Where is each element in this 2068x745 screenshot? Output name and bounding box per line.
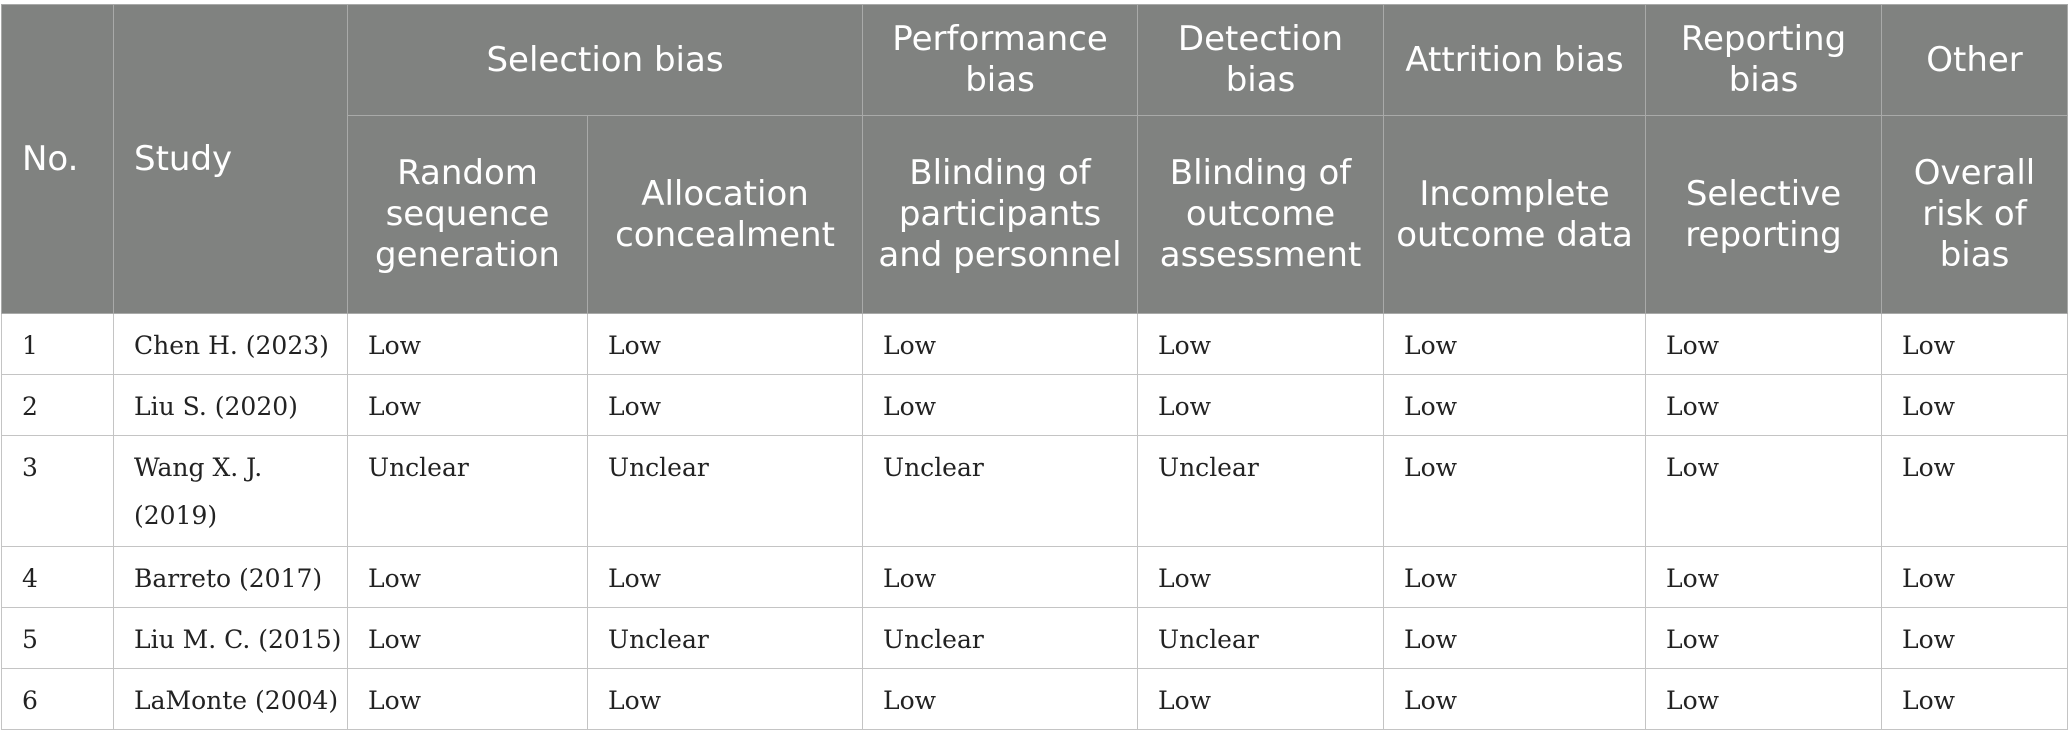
rating-cell: Low xyxy=(1645,313,1883,375)
rating-cell: Unclear xyxy=(862,435,1139,547)
header-group-other: Other xyxy=(1881,4,2068,116)
row-no: 6 xyxy=(1,668,114,730)
rating-cell: Low xyxy=(1137,546,1385,608)
rating-cell: Low xyxy=(1645,607,1883,669)
rating-cell: Low xyxy=(1645,668,1883,730)
rating-cell: Low xyxy=(1881,668,2068,730)
risk-of-bias-table-container: No. Study Selection bias Performance bia… xyxy=(1,4,2068,730)
header-group-selection-bias: Selection bias xyxy=(346,4,864,116)
row-no: 5 xyxy=(1,607,114,669)
rating-cell: Low xyxy=(1383,546,1647,608)
rating-cell: Low xyxy=(347,546,588,608)
risk-of-bias-table: No. Study Selection bias Performance bia… xyxy=(1,4,2068,730)
rating-cell: Low xyxy=(586,313,864,375)
row-no: 1 xyxy=(1,313,114,375)
header-study: Study xyxy=(113,4,348,314)
rating-cell: Unclear xyxy=(586,607,864,669)
header-group-detection-bias: Detection bias xyxy=(1137,4,1385,116)
rating-cell: Low xyxy=(862,546,1139,608)
rating-cell: Low xyxy=(347,313,588,375)
rating-cell: Low xyxy=(347,374,588,436)
rating-cell: Unclear xyxy=(1137,435,1385,547)
rating-cell: Low xyxy=(586,546,864,608)
rating-cell: Low xyxy=(347,668,588,730)
rating-cell: Low xyxy=(1645,374,1883,436)
rating-cell: Low xyxy=(586,374,864,436)
rating-cell: Low xyxy=(1383,374,1647,436)
rating-cell: Low xyxy=(862,313,1139,375)
rating-cell: Low xyxy=(1383,313,1647,375)
header-blinding-participants-personnel: Blinding of participants and personnel xyxy=(862,115,1139,314)
rating-cell: Low xyxy=(1881,313,2068,375)
rating-cell: Unclear xyxy=(347,435,588,547)
header-group-performance-bias: Performance bias xyxy=(862,4,1139,116)
rating-cell: Low xyxy=(1881,374,2068,436)
rating-cell: Low xyxy=(1137,668,1385,730)
row-study: Liu S. (2020) xyxy=(113,374,348,436)
rating-cell: Low xyxy=(1137,313,1385,375)
row-no: 2 xyxy=(1,374,114,436)
table-row: 4 Barreto (2017) Low Low Low Low Low Low… xyxy=(1,546,2068,608)
rating-cell: Low xyxy=(1881,607,2068,669)
rating-cell: Low xyxy=(1645,435,1883,547)
header-blinding-outcome-assessment: Blinding of outcome assessment xyxy=(1137,115,1385,314)
rating-cell: Low xyxy=(1383,435,1647,547)
rating-cell: Unclear xyxy=(862,607,1139,669)
rating-cell: Low xyxy=(1645,546,1883,608)
header-group-reporting-bias: Reporting bias xyxy=(1645,4,1883,116)
header-selective-reporting: Selective reporting xyxy=(1645,115,1883,314)
rating-cell: Unclear xyxy=(1137,607,1385,669)
header-incomplete-outcome-data: Incomplete outcome data xyxy=(1383,115,1647,314)
header-random-sequence-generation: Random sequence generation xyxy=(347,115,588,314)
header-overall-risk-of-bias: Overall risk of bias xyxy=(1881,115,2068,314)
rating-cell: Low xyxy=(862,374,1139,436)
row-no: 4 xyxy=(1,546,114,608)
table-row: 5 Liu M. C. (2015) Low Unclear Unclear U… xyxy=(1,607,2068,669)
row-study: Chen H. (2023) xyxy=(113,313,348,375)
rating-cell: Low xyxy=(586,668,864,730)
rating-cell: Low xyxy=(1383,668,1647,730)
row-study: Wang X. J. (2019) xyxy=(113,435,348,547)
rating-cell: Low xyxy=(1383,607,1647,669)
row-study: Barreto (2017) xyxy=(113,546,348,608)
rating-cell: Low xyxy=(347,607,588,669)
header-no: No. xyxy=(1,4,114,314)
row-no: 3 xyxy=(1,435,114,547)
header-allocation-concealment: Allocation concealment xyxy=(586,115,864,314)
row-study: LaMonte (2004) xyxy=(113,668,348,730)
table-row: 3 Wang X. J. (2019) Unclear Unclear Uncl… xyxy=(1,435,2068,547)
header-group-attrition-bias: Attrition bias xyxy=(1383,4,1647,116)
rating-cell: Unclear xyxy=(586,435,864,547)
rating-cell: Low xyxy=(862,668,1139,730)
rating-cell: Low xyxy=(1881,435,2068,547)
table-row: 6 LaMonte (2004) Low Low Low Low Low Low… xyxy=(1,668,2068,730)
rating-cell: Low xyxy=(1137,374,1385,436)
table-row: 1 Chen H. (2023) Low Low Low Low Low Low… xyxy=(1,313,2068,375)
row-study: Liu M. C. (2015) xyxy=(113,607,348,669)
rating-cell: Low xyxy=(1881,546,2068,608)
table-row: 2 Liu S. (2020) Low Low Low Low Low Low … xyxy=(1,374,2068,436)
